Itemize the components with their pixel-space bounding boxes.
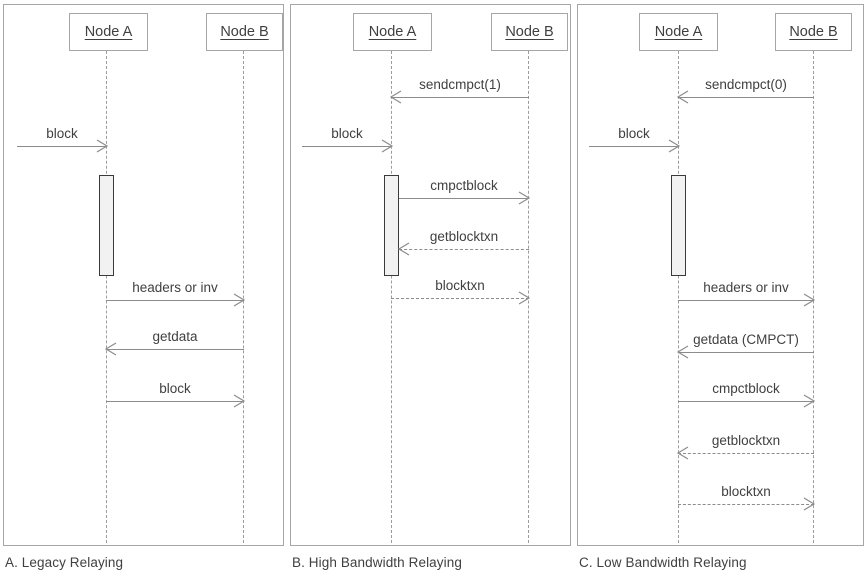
participant-label-node-a: Node A: [368, 24, 417, 40]
message-getblocktxn: getblocktxn: [676, 433, 814, 460]
participant-box-node-b: Node B: [775, 13, 852, 51]
lifeline-node-b: [528, 51, 529, 543]
message-label: getdata (CMPCT): [693, 332, 799, 348]
message-line: [106, 300, 244, 301]
message-headers-or-inv: headers or inv: [678, 280, 816, 307]
message-line: [399, 249, 529, 250]
message-label: blocktxn: [435, 278, 485, 294]
participant-box-node-b: Node B: [206, 13, 283, 51]
participant-box-node-a: Node A: [353, 13, 432, 51]
activation-bar-node-a: [384, 175, 399, 276]
arrowhead-right: [381, 139, 394, 153]
message-label: headers or inv: [703, 280, 789, 296]
message-cmpctblock: cmpctblock: [678, 381, 816, 408]
arrowhead-left: [397, 242, 410, 256]
message-label: blocktxn: [721, 484, 771, 500]
message-line: [678, 352, 814, 353]
message-label: getblocktxn: [429, 229, 499, 245]
arrowhead-right: [803, 293, 816, 307]
panel-caption-c: C. Low Bandwidth Relaying: [579, 555, 747, 570]
message-label: sendcmpct(1): [419, 77, 501, 93]
message-line: [17, 146, 107, 147]
message-label: block: [331, 126, 363, 142]
message-line: [106, 401, 244, 402]
message-label: sendcmpct(0): [705, 77, 787, 93]
participant-label-node-b: Node B: [505, 24, 554, 40]
message-sendcmpct-0: sendcmpct(0): [676, 77, 814, 104]
message-line: [678, 97, 814, 98]
panel-low-bandwidth-relaying: Node A Node B sendcmpct(0) block headers: [577, 4, 864, 546]
message-label: headers or inv: [132, 280, 218, 296]
message-line: [391, 97, 529, 98]
message-block-in: block: [589, 126, 681, 153]
message-line: [678, 401, 814, 402]
message-line: [589, 146, 679, 147]
arrowhead-right: [96, 139, 109, 153]
arrowhead-left: [676, 446, 689, 460]
panel-high-bandwidth-relaying: Node A Node B sendcmpct(1) block cmpctbl…: [290, 4, 571, 546]
message-label: getblocktxn: [711, 433, 781, 449]
message-line: [678, 300, 814, 301]
arrowhead-left: [104, 342, 117, 356]
participant-box-node-a: Node A: [639, 13, 718, 51]
lifeline-node-a: [678, 51, 679, 543]
activation-bar-node-a: [99, 175, 114, 276]
arrowhead-left: [676, 345, 689, 359]
panel-caption-a: A. Legacy Relaying: [5, 555, 124, 570]
arrowhead-right: [233, 394, 246, 408]
message-block-in: block: [17, 126, 109, 153]
message-line: [106, 349, 244, 350]
message-label: cmpctblock: [430, 178, 498, 194]
message-line: [302, 146, 392, 147]
arrowhead-right: [668, 139, 681, 153]
arrowhead-left: [676, 90, 689, 104]
arrowhead-right: [518, 291, 531, 305]
message-line: [391, 298, 529, 299]
panel-legacy-relaying: Node A Node B block headers or inv getda…: [3, 4, 284, 546]
lifeline-node-a: [106, 51, 107, 543]
activation-bar-node-a: [671, 175, 686, 276]
message-blocktxn: blocktxn: [391, 278, 531, 305]
arrowhead-right: [233, 293, 246, 307]
message-line: [678, 453, 814, 454]
participant-box-node-b: Node B: [491, 13, 568, 51]
message-sendcmpct-1: sendcmpct(1): [389, 77, 529, 104]
message-line: [678, 504, 814, 505]
message-block-in: block: [302, 126, 394, 153]
message-block-out: block: [106, 381, 246, 408]
message-blocktxn: blocktxn: [678, 484, 816, 511]
participant-label-node-a: Node A: [84, 24, 133, 40]
message-label: block: [159, 381, 191, 397]
message-getdata: getdata: [104, 329, 244, 356]
message-cmpctblock: cmpctblock: [399, 178, 531, 205]
lifeline-node-a: [391, 51, 392, 543]
lifeline-node-b: [243, 51, 244, 543]
participant-label-node-b: Node B: [220, 24, 269, 40]
message-line: [399, 198, 529, 199]
participant-label-node-a: Node A: [654, 24, 703, 40]
arrowhead-right: [803, 497, 816, 511]
participant-box-node-a: Node A: [69, 13, 148, 51]
message-label: block: [618, 126, 650, 142]
arrowhead-left: [389, 90, 402, 104]
arrowhead-right: [803, 394, 816, 408]
message-label: block: [46, 126, 78, 142]
message-getdata-cmpct: getdata (CMPCT): [676, 332, 814, 359]
participant-label-node-b: Node B: [789, 24, 838, 40]
message-headers-or-inv: headers or inv: [106, 280, 246, 307]
panel-caption-b: B. High Bandwidth Relaying: [292, 555, 462, 570]
message-getblocktxn: getblocktxn: [397, 229, 529, 256]
arrowhead-right: [518, 191, 531, 205]
message-label: cmpctblock: [712, 381, 780, 397]
message-label: getdata: [152, 329, 198, 345]
lifeline-node-b: [813, 51, 814, 543]
